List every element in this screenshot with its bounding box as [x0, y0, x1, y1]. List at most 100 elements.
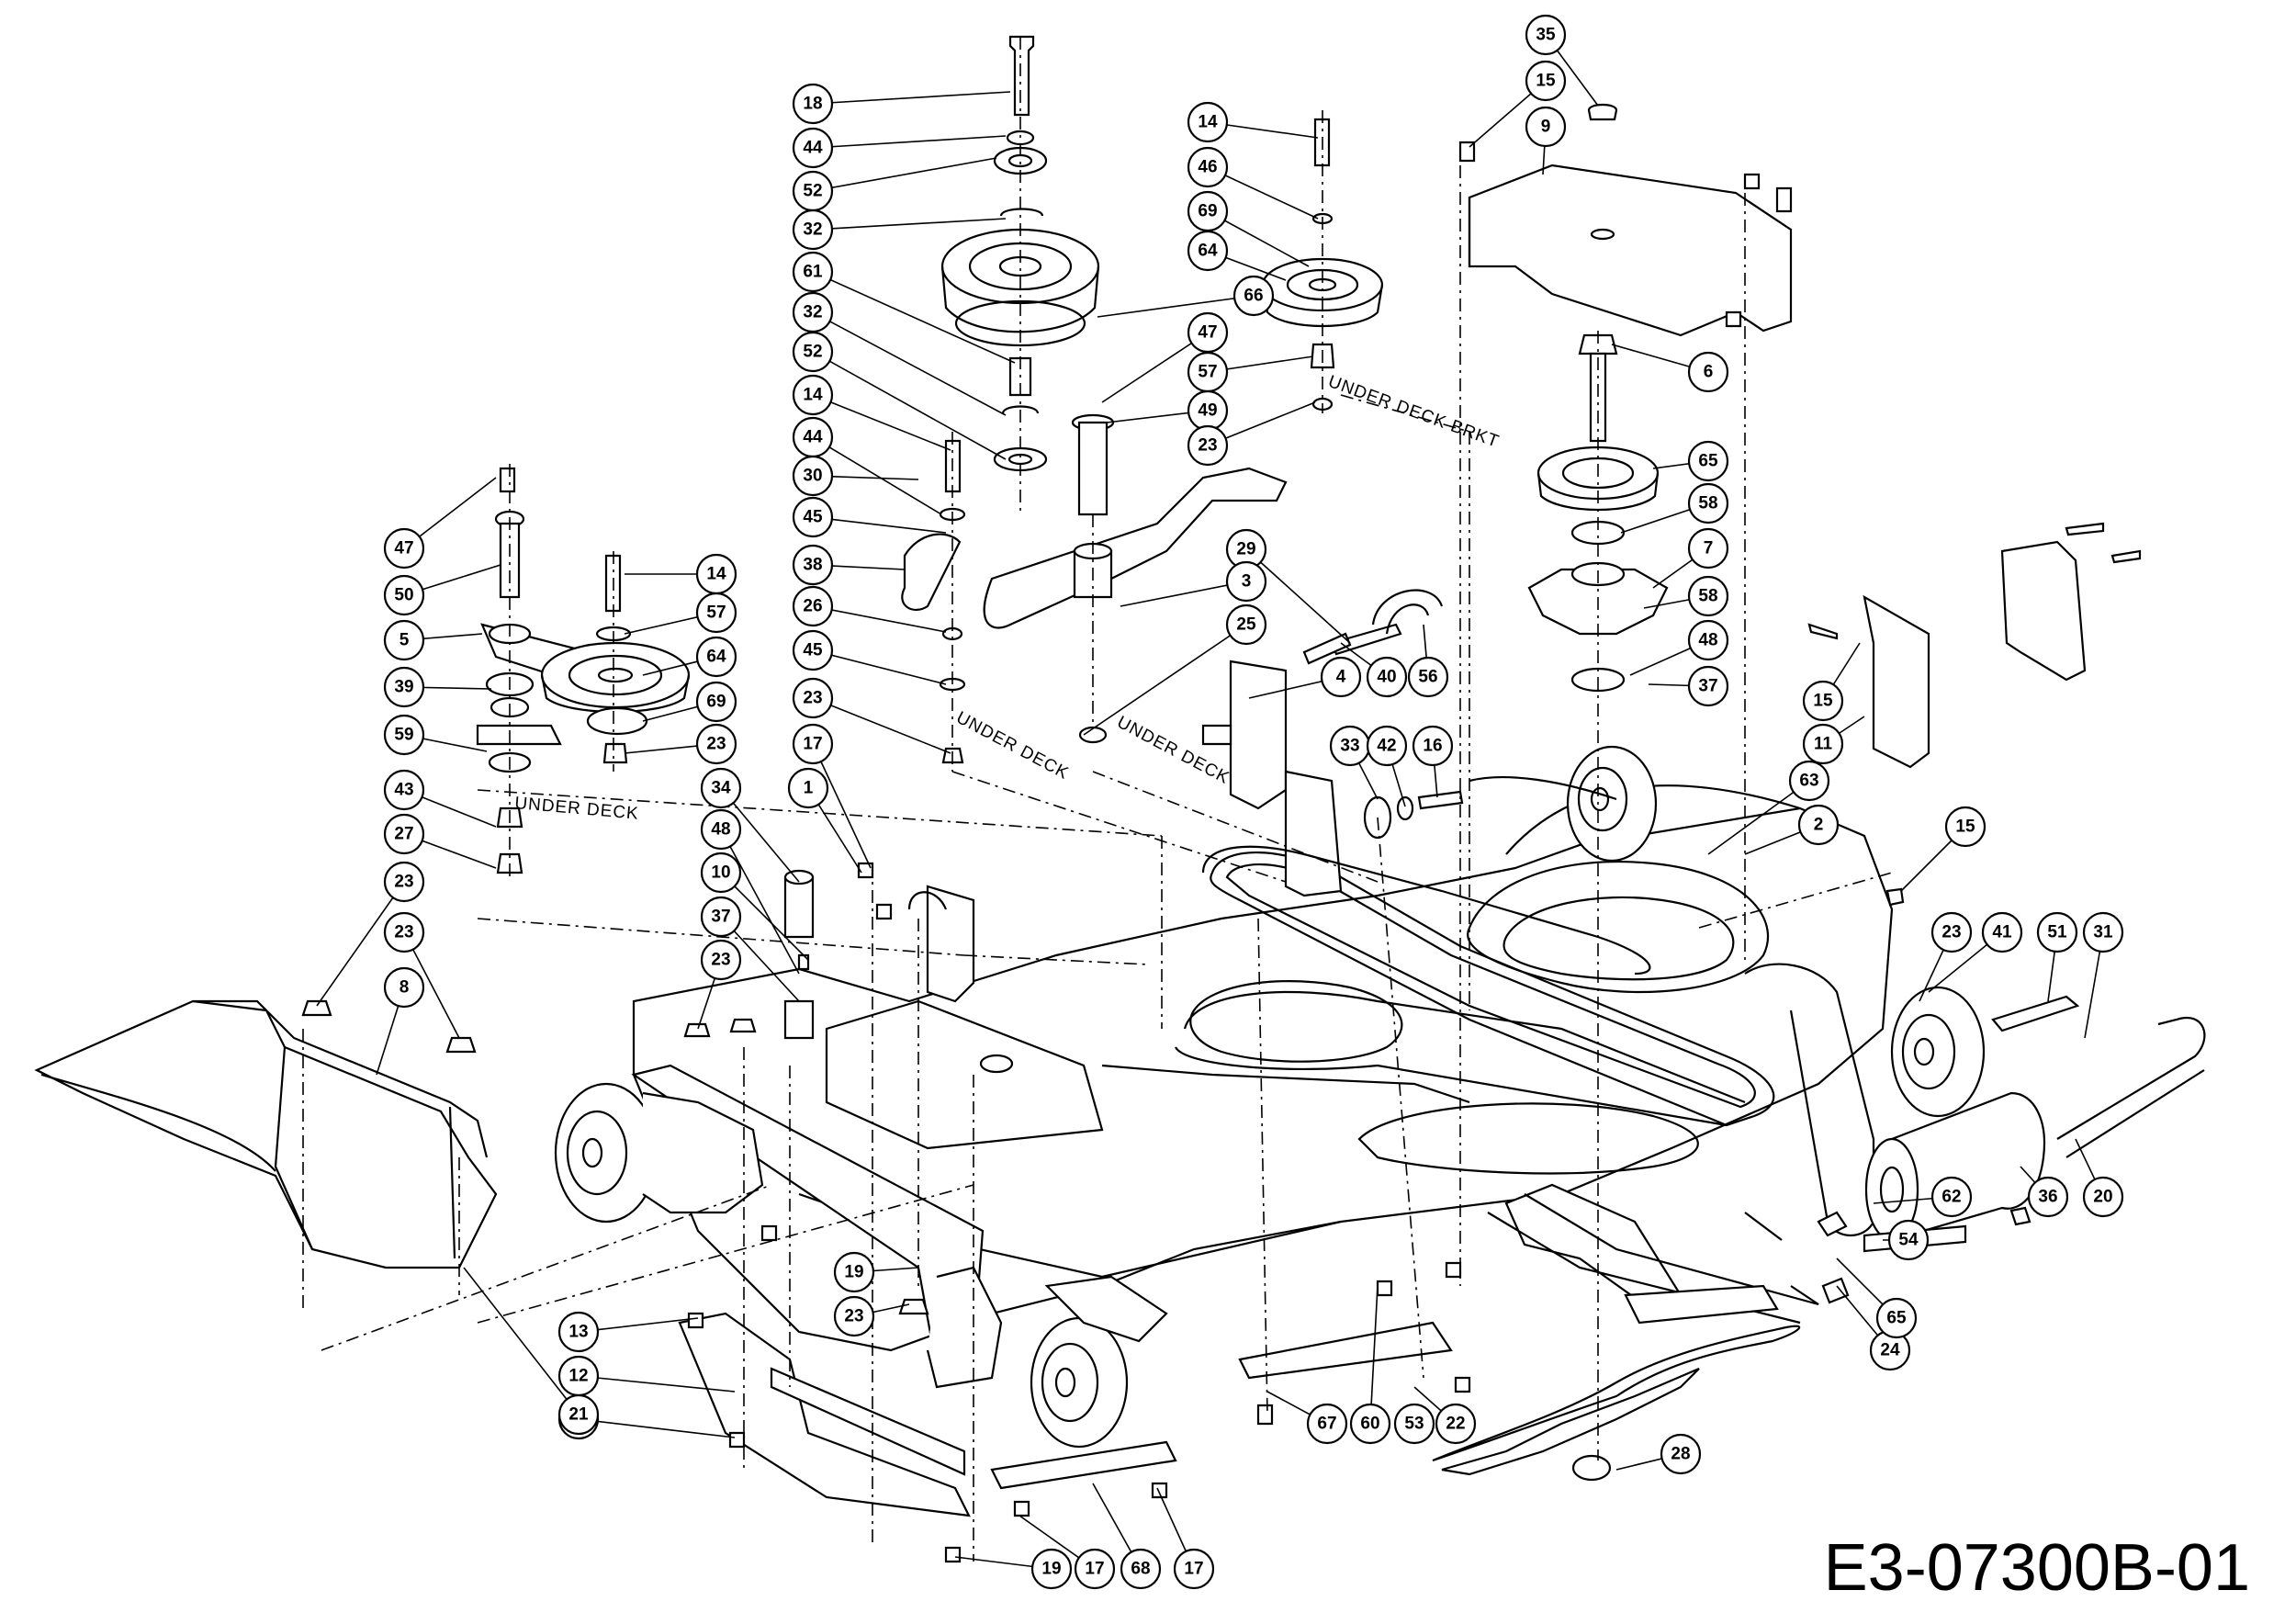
baffle-12 [678, 1312, 971, 1517]
callout-circle [1788, 760, 1830, 802]
callout-circle [1687, 575, 1729, 617]
roller-36 [1864, 1091, 2046, 1242]
callout-circle [383, 574, 425, 616]
callout-number: 17 [1085, 1560, 1104, 1579]
callout-9: 9 [1525, 106, 1567, 148]
callout-number: 14 [706, 565, 726, 584]
callout-number: 17 [803, 735, 822, 754]
callout-circle [700, 767, 742, 809]
callout-number: 31 [2093, 923, 2113, 942]
callout-circle [792, 251, 834, 293]
callout-34: 34 [700, 767, 742, 809]
callout-23: 23 [1930, 911, 1973, 953]
callout-leader-47 [1101, 332, 1209, 403]
bracket-9 [1468, 164, 1793, 337]
callout-circle [557, 1393, 600, 1436]
callout-circle [792, 455, 834, 497]
callout-number: 66 [1244, 287, 1263, 306]
callout-circle [792, 544, 834, 586]
callout-17: 17 [1074, 1548, 1116, 1590]
callout-29: 29 [1225, 528, 1267, 570]
left-idler-pulley-group [476, 464, 691, 882]
lift-arm-right [1302, 589, 1444, 665]
callout-4: 4 [1320, 656, 1362, 698]
callout-21: 21 [557, 1393, 600, 1436]
callout-circle [383, 813, 425, 855]
callout-circle [1802, 723, 1844, 765]
callout-circle [1187, 146, 1229, 188]
callout-leader-34 [720, 787, 800, 883]
callout-19: 19 [833, 1251, 875, 1293]
callout-circle [383, 769, 425, 811]
callout-65: 65 [1875, 1297, 1918, 1339]
callout-number: 23 [394, 923, 413, 942]
callout-19: 19 [1030, 1548, 1073, 1590]
callout-number: 18 [803, 95, 822, 114]
callout-circle [792, 83, 834, 125]
side-bracket-11 [1807, 594, 1930, 769]
callout-number: 23 [394, 873, 413, 892]
callout-10: 10 [700, 851, 742, 894]
callout-number: 57 [706, 603, 726, 623]
callout-leader-48 [720, 829, 800, 975]
callout-23: 23 [383, 861, 425, 903]
callout-28: 28 [1660, 1433, 1702, 1475]
callout-64: 64 [695, 636, 737, 678]
callout-49: 49 [1187, 389, 1229, 432]
callout-leader-23 [316, 881, 405, 1007]
callout-38: 38 [792, 544, 834, 586]
callout-circle [792, 331, 834, 373]
callout-circle [1187, 424, 1229, 467]
callout-12: 12 [557, 1355, 600, 1397]
callout-41: 41 [1981, 911, 2023, 953]
callout-number: 60 [1360, 1415, 1379, 1434]
callout-number: 15 [1955, 818, 1975, 837]
callout-leader-61 [812, 271, 1016, 364]
callout-number: 64 [706, 648, 726, 667]
callout-60: 60 [1349, 1403, 1391, 1445]
callout-number: 65 [1698, 452, 1718, 471]
callout-number: 37 [711, 908, 730, 927]
callout-57: 57 [695, 592, 737, 634]
callout-16: 16 [1412, 725, 1454, 767]
callout-number: 2 [1814, 816, 1824, 835]
callout-15: 15 [1525, 60, 1567, 102]
callout-circle [2036, 911, 2078, 953]
callout-number: 23 [1198, 436, 1217, 456]
callout-39: 39 [383, 666, 425, 708]
callout-number: 19 [1041, 1560, 1061, 1579]
callout-leader-10 [720, 872, 809, 961]
callout-32: 32 [792, 209, 834, 251]
callout-number: 53 [1404, 1415, 1424, 1434]
callout-number: 61 [803, 263, 823, 282]
note-under-deck-right: UNDER DECK [1114, 713, 1233, 788]
callout-number: 48 [1698, 631, 1717, 650]
callout-number: 62 [1941, 1188, 1961, 1207]
callout-54: 54 [1887, 1219, 1930, 1261]
pin-51 [1991, 995, 2080, 1032]
callout-circle [383, 911, 425, 953]
callout-leader-23 [812, 697, 951, 754]
callout-number: 57 [1198, 363, 1217, 382]
callout-number: 3 [1242, 572, 1252, 592]
callout-20: 20 [2082, 1176, 2124, 1218]
callout-number: 65 [1886, 1309, 1907, 1328]
callout-circle [1930, 911, 1973, 953]
callout-8: 8 [383, 966, 425, 1009]
spacer-28 [1571, 1454, 1612, 1482]
callout-circle [1687, 351, 1729, 393]
callout-69: 69 [1187, 190, 1229, 232]
callout-circle [1225, 560, 1267, 603]
callout-circle [1930, 1176, 1973, 1218]
callout-36: 36 [2027, 1176, 2069, 1218]
callout-number: 47 [394, 539, 413, 558]
callout-circle [1393, 1403, 1435, 1445]
bracket-25 [1201, 660, 1288, 810]
callout-leader-44 [812, 135, 1007, 149]
callout-circle [1232, 275, 1275, 317]
callout-circle [1407, 656, 1449, 698]
callout-15: 15 [1944, 806, 1986, 848]
callout-circle [1030, 1548, 1073, 1590]
callout-number: 22 [1446, 1415, 1465, 1434]
callout-circle [1687, 619, 1729, 661]
